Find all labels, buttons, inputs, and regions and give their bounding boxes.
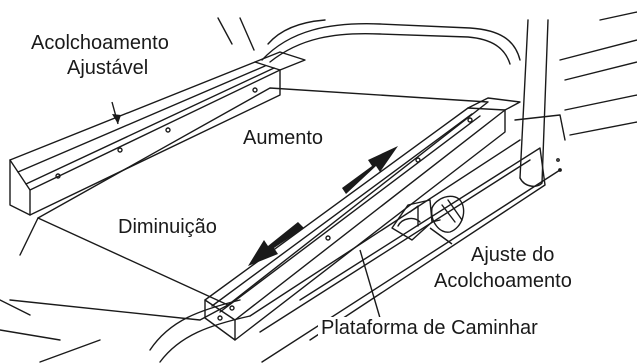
label-padding-adjust-line1: Ajuste do (468, 244, 558, 267)
label-adjustable-padding-line2: Ajustável (64, 57, 152, 80)
label-adjustable-padding-line1: Acolchoamento (28, 32, 172, 55)
label-walking-platform: Plataforma de Caminhar (318, 317, 541, 340)
label-increase: Aumento (240, 127, 327, 150)
label-padding-adjust-line2: Acolchoamento (431, 270, 575, 293)
label-decrease: Diminuição (115, 216, 220, 239)
